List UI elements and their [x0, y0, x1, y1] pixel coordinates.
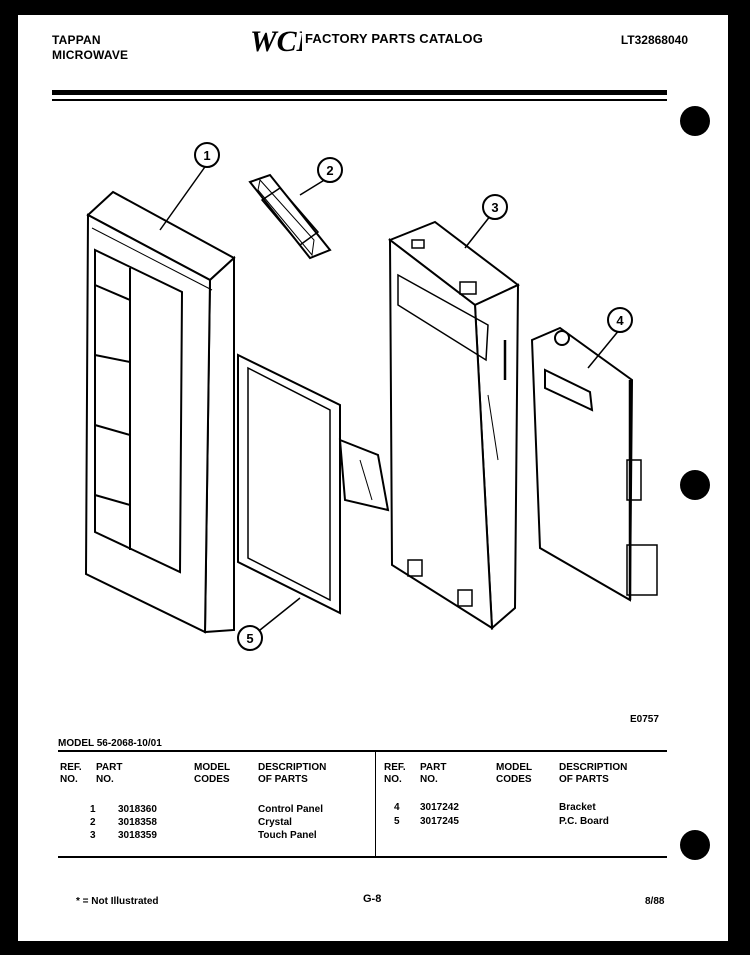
- row-2-ref: 2: [90, 817, 96, 828]
- catalog-title: FACTORY PARTS CATALOG: [305, 31, 484, 46]
- header-ref-no-right: REF.NO.: [384, 762, 406, 785]
- table-divider: [375, 752, 376, 856]
- wci-logo: WCI: [250, 25, 302, 55]
- row-4-desc: Bracket: [559, 802, 596, 813]
- revision-date: 8/88: [645, 896, 665, 907]
- row-2-part: 3018358: [118, 817, 157, 828]
- row-4-part: 3017242: [420, 802, 459, 813]
- brand-name: TAPPAN: [52, 33, 101, 47]
- row-2-desc: Crystal: [258, 817, 292, 828]
- page-number: G-8: [363, 893, 382, 905]
- product-type: MICROWAVE: [52, 48, 129, 62]
- callout-4: 4: [616, 313, 624, 328]
- diagram-code: E0757: [630, 714, 659, 725]
- header-rule-thick: [52, 90, 667, 95]
- row-5-desc: P.C. Board: [559, 816, 609, 827]
- control-panel-part: [84, 190, 236, 634]
- row-3-desc: Touch Panel: [258, 830, 317, 841]
- row-1-desc: Control Panel: [258, 804, 324, 815]
- housing-part: [387, 220, 520, 631]
- callout-3: 3: [491, 200, 498, 215]
- row-5-ref: 5: [394, 816, 400, 827]
- catalog-number: LT32868040: [620, 33, 688, 47]
- callout-2: 2: [326, 163, 333, 178]
- row-1-ref: 1: [90, 804, 96, 815]
- punch-hole-middle: [680, 470, 710, 500]
- row-3-part: 3018359: [118, 830, 157, 841]
- model-number: MODEL 56-2068-10/01: [58, 738, 162, 749]
- row-5-part: 3017245: [420, 816, 459, 827]
- row-4-ref: 4: [394, 802, 400, 813]
- touch-panel-part: [237, 353, 390, 615]
- punch-hole-bottom: [680, 830, 710, 860]
- footnote: * = Not Illustrated: [76, 896, 159, 907]
- row-1-part: 3018360: [118, 804, 157, 815]
- row-3-ref: 3: [90, 830, 96, 841]
- punch-hole-top: [680, 106, 710, 136]
- header-ref-no: REF.NO.: [60, 762, 82, 785]
- callout-1: 1: [203, 148, 210, 163]
- header-rule-thin: [52, 99, 667, 101]
- logo-text: WCI: [250, 25, 302, 55]
- pc-board-part: [530, 326, 658, 602]
- callout-5: 5: [246, 631, 253, 646]
- crystal-part: [248, 173, 332, 260]
